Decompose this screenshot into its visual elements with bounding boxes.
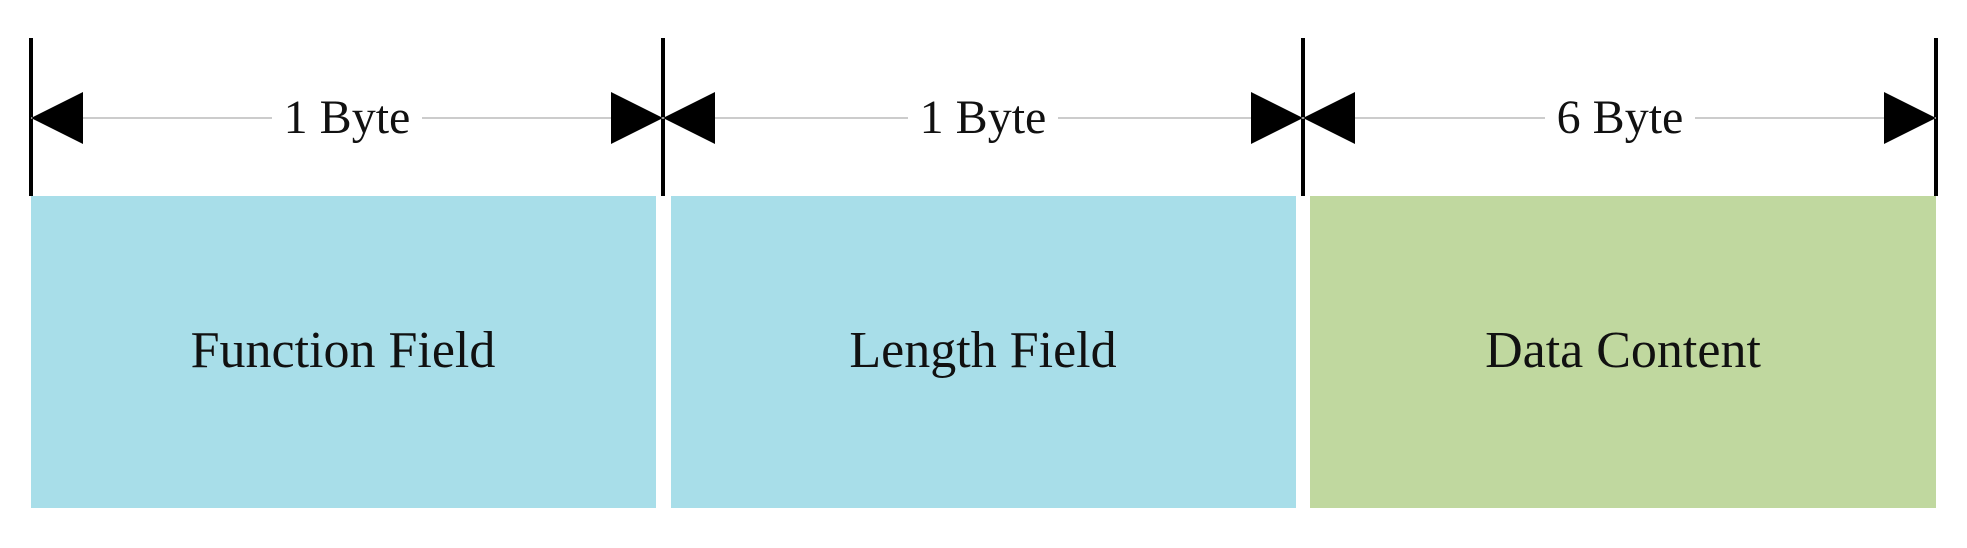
arrowhead-left <box>31 92 83 144</box>
field-length: Length Field <box>671 196 1296 508</box>
arrowhead-right <box>611 92 663 144</box>
field-label: Length Field <box>849 322 1116 379</box>
arrowhead-left <box>663 92 715 144</box>
field-label: Function Field <box>191 322 496 379</box>
dimension-data-content: 6 Byte <box>1303 90 1936 146</box>
size-label: 1 Byte <box>284 91 411 144</box>
field-box <box>1310 196 1936 508</box>
label-mask <box>908 90 1058 146</box>
arrowhead-right <box>1884 92 1936 144</box>
field-box <box>31 196 656 508</box>
size-label: 1 Byte <box>920 91 1047 144</box>
label-mask <box>1545 90 1695 146</box>
field-label: Data Content <box>1485 322 1761 379</box>
field-box <box>671 196 1296 508</box>
field-data: Data Content <box>1310 196 1936 508</box>
arrowhead-left <box>1303 92 1355 144</box>
arrowhead-right <box>1251 92 1303 144</box>
dimension-length-field: 1 Byte <box>663 90 1303 146</box>
size-label: 6 Byte <box>1557 91 1684 144</box>
dimension-function-field: 1 Byte <box>31 90 663 146</box>
label-mask <box>272 90 422 146</box>
field-function: Function Field <box>31 196 656 508</box>
